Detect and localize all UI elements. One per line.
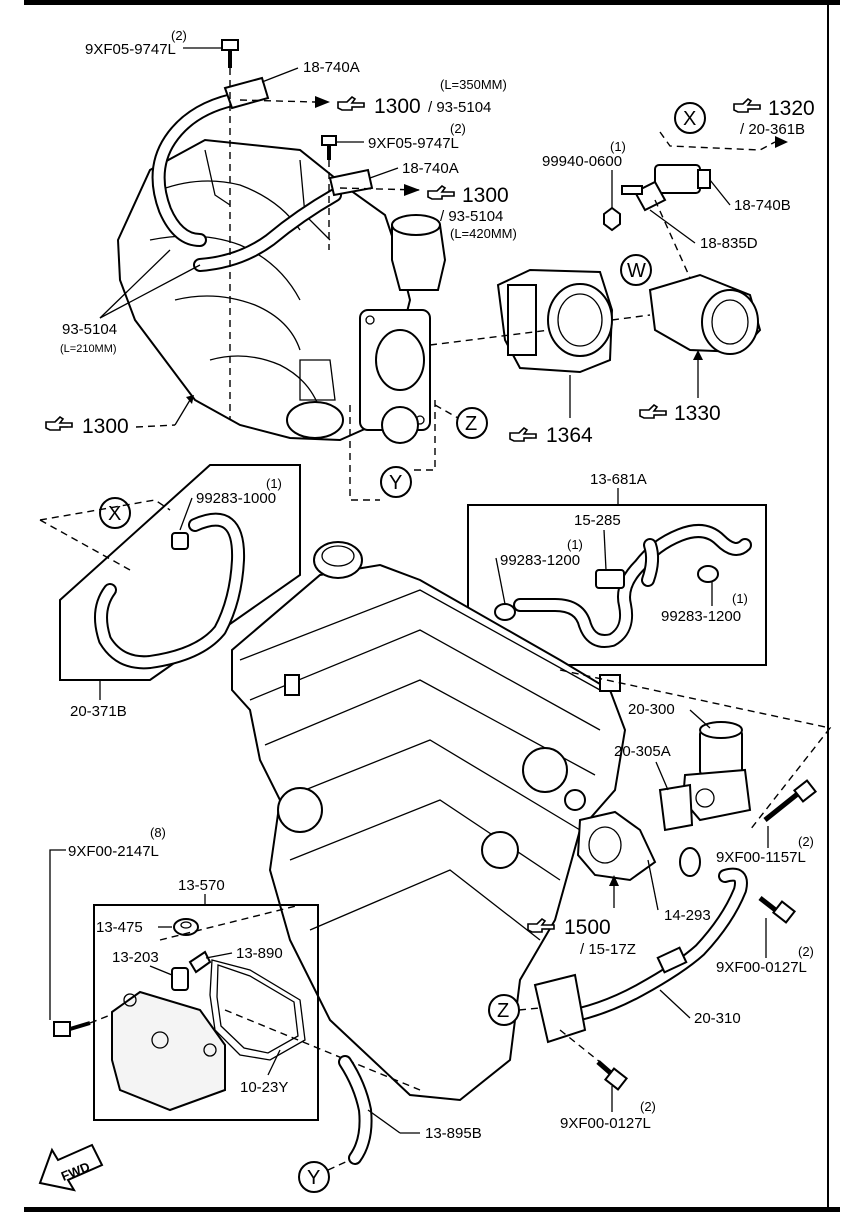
oil-filler-cap-icon [313, 541, 363, 579]
label-ref-page: 1500 [564, 916, 611, 939]
forward-arrow-icon: FWD [38, 1143, 104, 1192]
x-detail-box: X (1) 99283-1000 [39, 464, 301, 681]
label-part-code: 18-835D [700, 235, 758, 252]
label-part-code: 18-740A [402, 160, 459, 177]
bolt-icon [596, 1060, 629, 1091]
label-qty: (1) [732, 591, 748, 606]
label-part-code: 10-23Y [240, 1079, 288, 1096]
label-part-code: 18-740A [303, 59, 360, 76]
egr-pipe [533, 867, 748, 1044]
label-part-code: 13-681A [590, 471, 647, 488]
callout-y [380, 466, 412, 498]
callout-letter: Z [465, 413, 477, 435]
label-part-code: 9XF00-1157L [716, 849, 806, 866]
label-part-code: 13-475 [96, 919, 143, 936]
label-part-code: 20-371B [70, 703, 127, 720]
label-ref-page: 1364 [546, 424, 593, 447]
label-ref-sub: / 93-5104 [428, 99, 491, 116]
top-rule [24, 0, 840, 5]
label-qty: (2) [171, 28, 187, 43]
callout-letter: X [108, 503, 121, 525]
callout-y [298, 1161, 330, 1193]
label-part-code: 99283-1200 [661, 608, 741, 625]
label-part-code: 13-890 [236, 945, 283, 962]
gasket-icon [173, 918, 199, 936]
label-ref-page: 1320 [768, 97, 815, 120]
label-ref-page: 1330 [674, 402, 721, 425]
label-part-code: 20-305A [614, 743, 671, 760]
label-qty: (2) [798, 834, 814, 849]
callout-z [456, 407, 488, 439]
label-ref-sub: / 93-5104 [440, 208, 503, 225]
cover-detail-box: 13-475 13-203 13-890 10-23Y [93, 904, 319, 1121]
label-ref-sub: / 15-17Z [580, 941, 636, 958]
label-length-note: (L=350MM) [440, 77, 507, 92]
engine-block [231, 541, 627, 1102]
label-ref-page: 1300 [82, 415, 129, 438]
throttle-body [496, 268, 614, 374]
egr-valve [658, 721, 752, 832]
pcv-valve-icon [171, 967, 189, 991]
label-qty: (2) [640, 1099, 656, 1114]
label-part-code: 13-203 [112, 949, 159, 966]
bolt-icon [221, 39, 337, 160]
label-qty: (8) [150, 825, 166, 840]
label-ref-page: 1300 [462, 184, 509, 207]
hose-93-5104 [151, 93, 342, 272]
callout-letter: Y [389, 472, 402, 494]
label-part-code: 18-740B [734, 197, 791, 214]
label-part-code: 13-895B [425, 1125, 482, 1142]
hose-assembly-box: 15-285 (1) 99283-1200 (1) 99283-1200 [467, 504, 767, 666]
label-part-code: 14-293 [664, 907, 711, 924]
label-part-code: 13-570 [178, 877, 225, 894]
label-ref-sub: / 20-361B [740, 121, 805, 138]
callout-letter: Y [307, 1167, 320, 1189]
hose-13-895B [338, 1055, 373, 1165]
label-part-code: 15-285 [574, 512, 621, 529]
label-part-code: 93-5104 [62, 321, 117, 338]
label-part-code: 99940-0600 [542, 153, 622, 170]
label-part-code: 9XF00-0127L [560, 1115, 651, 1132]
callout-letter: Z [497, 1000, 509, 1022]
label-part-code: 9XF00-0127L [716, 959, 807, 976]
label-length-note: (L=420MM) [450, 226, 517, 241]
label-part-code: 9XF05-9747L [368, 135, 459, 152]
label-qty: (1) [610, 139, 626, 154]
bolt-icon [763, 779, 818, 822]
callout-w [620, 254, 652, 286]
label-part-code: 20-300 [628, 701, 675, 718]
label-length-note: (L=210MM) [60, 343, 117, 355]
callout-letter: X [683, 108, 696, 130]
intake-manifold [116, 138, 447, 444]
label-part-code: 99283-1000 [196, 490, 276, 507]
label-part-code: 9XF00-2147L [68, 843, 159, 860]
label-qty: (2) [450, 121, 466, 136]
callout-x [674, 102, 706, 134]
bolt-icon [758, 896, 797, 924]
label-qty: (2) [798, 944, 814, 959]
label-part-code: 9XF05-9747L [85, 41, 176, 58]
label-qty: (1) [266, 476, 282, 491]
bolt-icon [53, 1021, 91, 1037]
label-qty: (1) [567, 537, 583, 552]
callout-letter: W [627, 260, 646, 282]
intake-duct [648, 273, 762, 355]
bottom-rule [24, 1207, 840, 1212]
label-ref-page: 1300 [374, 95, 421, 118]
water-outlet [576, 810, 701, 882]
label-part-code: 20-310 [694, 1010, 741, 1027]
label-part-code: 99283-1200 [500, 552, 580, 569]
solenoid-valve-icon [603, 164, 711, 232]
